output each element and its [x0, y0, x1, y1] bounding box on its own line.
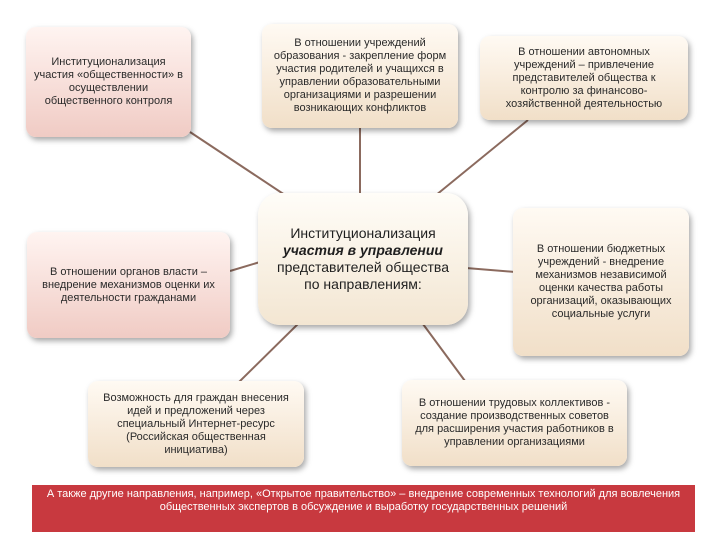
node-initiative: Возможность для граждан внесения идей и …	[88, 381, 304, 467]
link-authorities	[229, 261, 261, 272]
center-node: Институционализация участия в управлении…	[258, 193, 468, 325]
node-autonomous-text: В отношении автономных учреждений – прив…	[505, 45, 663, 110]
node-authorities: В отношении органов власти – внедрение м…	[27, 232, 230, 338]
node-education-text: В отношении учреждений образования - зак…	[273, 37, 447, 114]
node-public-control-text: Институционализация участия «общественно…	[34, 56, 183, 107]
link-initiative	[237, 317, 305, 384]
node-budget-text: В отношении бюджетных учреждений - внедр…	[530, 243, 672, 320]
node-budget: В отношении бюджетных учреждений - внедр…	[513, 208, 689, 356]
link-budget	[465, 267, 516, 273]
link-autonomous	[429, 119, 529, 201]
link-public	[189, 131, 301, 206]
center-emphasis: участия в управлении	[282, 242, 443, 258]
node-authorities-text: В отношении органов власти – внедрение м…	[42, 265, 215, 304]
node-initiative-text: Возможность для граждан внесения идей и …	[103, 391, 289, 456]
footer-banner: А также другие направления, например, «О…	[32, 485, 695, 532]
node-education: В отношении учреждений образования - зак…	[262, 24, 458, 128]
node-autonomous: В отношении автономных учреждений – прив…	[480, 36, 688, 120]
footer-text: А также другие направления, например, «О…	[46, 488, 681, 513]
link-labor	[419, 319, 466, 382]
node-public-control: Институционализация участия «общественно…	[26, 27, 191, 137]
node-labor-text: В отношении трудовых коллективов - созда…	[415, 397, 614, 448]
center-line1: Институционализация	[290, 225, 436, 241]
node-labor: В отношении трудовых коллективов - созда…	[402, 380, 627, 466]
center-line2: представителей общества по направлениям:	[277, 259, 449, 292]
